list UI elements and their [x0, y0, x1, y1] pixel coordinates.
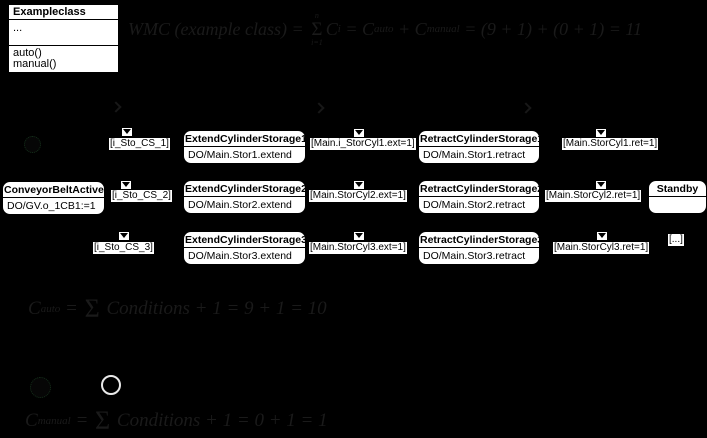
state-name: ExtendCylinderStorage1 — [184, 133, 306, 147]
state-action: DO/Main.Stor1.retract — [423, 149, 526, 161]
guard-more-ellipsis: [...] — [668, 234, 684, 246]
guard-storcyl2-ret: [Main.StorCyl2.ret=1] — [545, 190, 642, 202]
state-retract-cylinder-storage-3: RetractCylinderStorage3 DO/Main.Stor3.re… — [418, 231, 540, 265]
state-extend-cylinder-storage-2: ExtendCylinderStorage2 DO/Main.Stor2.ext… — [183, 180, 306, 214]
class-box: Exampleclass ... auto() manual() — [8, 4, 119, 73]
transition-arrowhead-icon — [597, 232, 607, 240]
class-title: Exampleclass — [9, 5, 118, 20]
guard-storcyl1-ext: [Main.i_StorCyl1.ext=1] — [310, 138, 416, 150]
state-name: RetractCylinderStorage1 — [419, 133, 540, 147]
state-name: RetractCylinderStorage2 — [419, 183, 540, 197]
class-methods: auto() manual() — [9, 46, 118, 72]
transition-arrowhead-icon — [354, 181, 364, 189]
transition-arrowhead-icon — [121, 181, 131, 189]
state-action: DO/Main.Stor1.extend — [188, 149, 292, 161]
transition-arrowhead-icon — [354, 129, 364, 137]
state-action: DO/Main.Stor3.extend — [188, 250, 292, 262]
state-action: DO/Main.Stor3.retract — [423, 250, 526, 262]
class-method-manual: manual() — [13, 58, 57, 70]
state-retract-cylinder-storage-2: RetractCylinderStorage2 DO/Main.Stor2.re… — [418, 180, 540, 214]
state-name: Standby — [649, 181, 706, 197]
state-extend-cylinder-storage-3: ExtendCylinderStorage3 DO/Main.Stor3.ext… — [183, 231, 306, 265]
class-method-auto: auto() — [13, 47, 42, 59]
transition-arrowhead-icon — [596, 129, 606, 137]
guard-i-sto-cs-3: [i_Sto_CS_3] — [93, 242, 154, 254]
guard-storcyl3-ret: [Main.StorCyl3.ret=1] — [553, 242, 650, 254]
wmc-term: C — [325, 18, 338, 39]
state-action: DO/GV.o_1CB1:=1 — [7, 200, 96, 212]
state-standby: Standby — [648, 180, 707, 214]
state-name: ExtendCylinderStorage2 — [184, 183, 306, 197]
initial-state-icon-manual — [30, 377, 51, 398]
initial-state-icon-auto — [24, 136, 41, 153]
wmc-result: = (9 + 1) + (0 + 1) = 11 — [459, 18, 643, 39]
sum-operator-icon: n Σ i=1 — [311, 10, 323, 47]
transition-arrowhead-icon — [119, 232, 129, 240]
state-action: DO/Main.Stor2.extend — [188, 199, 292, 211]
state-name: ExtendCylinderStorage3 — [184, 234, 306, 248]
state-conveyor-belt-active: ConveyorBeltActive DO/GV.o_1CB1:=1 — [2, 181, 105, 215]
guard-i-sto-cs-2: [i_Sto_CS_2] — [111, 190, 172, 202]
transition-arrowhead-icon — [596, 181, 606, 189]
transition-arrowhead-icon — [122, 128, 132, 136]
class-attributes: ... — [9, 20, 118, 46]
faint-transition-arrow-icon — [520, 102, 532, 114]
guard-storcyl3-ext: [Main.StorCyl3.ext=1] — [309, 242, 407, 254]
state-action: DO/Main.Stor2.retract — [423, 199, 526, 211]
state-name: ConveyorBeltActive — [3, 184, 104, 198]
final-state-icon-manual — [101, 375, 121, 395]
state-extend-cylinder-storage-1: ExtendCylinderStorage1 DO/Main.Stor1.ext… — [183, 130, 306, 164]
guard-storcyl2-ext: [Main.StorCyl2.ext=1] — [309, 190, 407, 202]
state-action — [649, 197, 706, 213]
transition-arrowhead-icon — [354, 232, 364, 240]
wmc-lhs: WMC (example class) = — [128, 18, 309, 39]
state-name: RetractCylinderStorage3 — [419, 234, 540, 248]
state-retract-cylinder-storage-1: RetractCylinderStorage1 DO/Main.Stor1.re… — [418, 130, 540, 164]
guard-i-sto-cs-1: [i_Sto_CS_1] — [109, 138, 170, 150]
faint-transition-arrow-icon — [110, 101, 122, 113]
guard-storcyl1-ret: [Main.StorCyl1.ret=1] — [562, 138, 659, 150]
faint-transition-arrow-icon — [313, 102, 325, 114]
